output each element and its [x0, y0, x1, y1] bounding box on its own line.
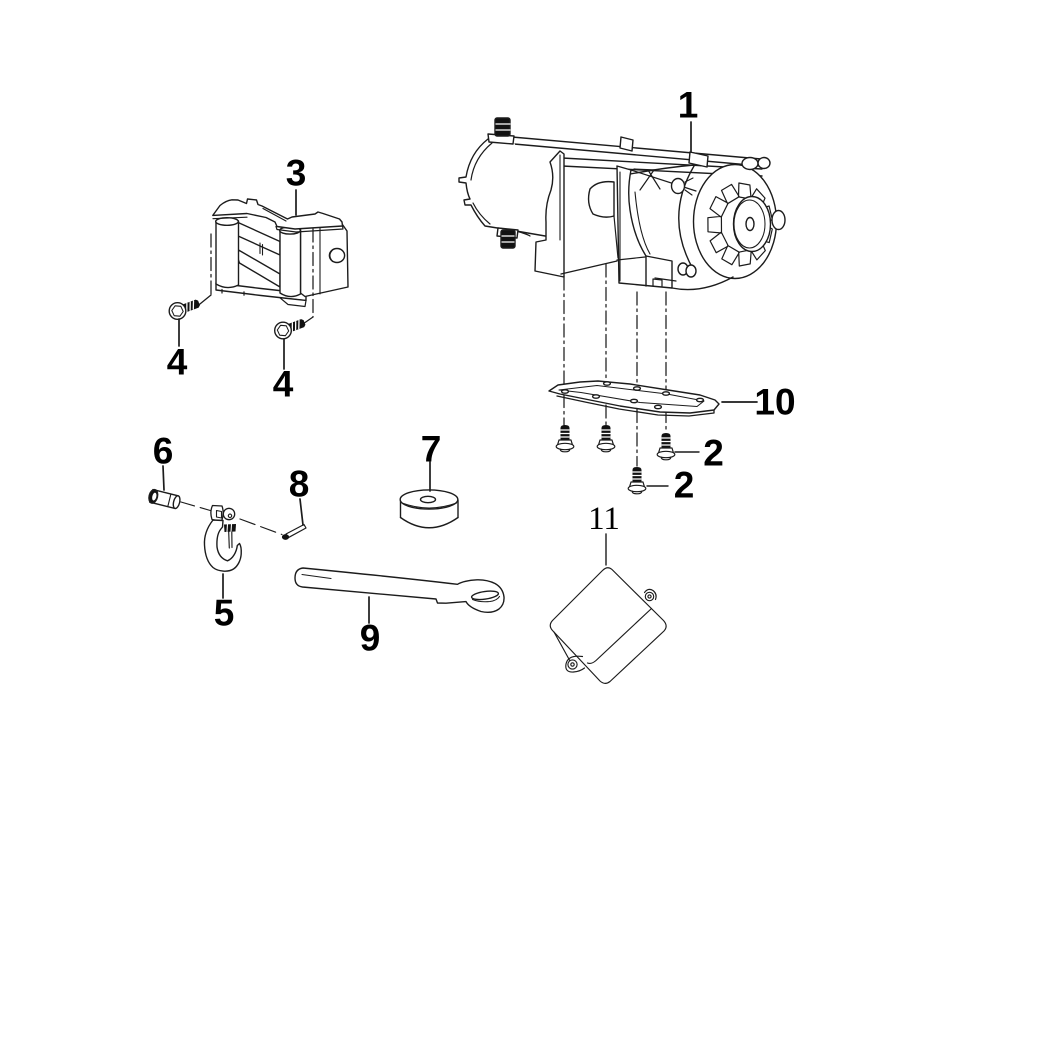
svg-text:2: 2 — [703, 432, 724, 473]
svg-text:6: 6 — [153, 430, 174, 471]
svg-text:2: 2 — [674, 464, 695, 505]
svg-text:4: 4 — [167, 341, 188, 382]
svg-text:5: 5 — [214, 592, 235, 633]
svg-text:8: 8 — [289, 463, 310, 504]
svg-text:3: 3 — [286, 152, 307, 193]
svg-text:9: 9 — [360, 617, 381, 658]
svg-text:4: 4 — [273, 363, 294, 404]
svg-text:7: 7 — [421, 428, 442, 469]
svg-text:1: 1 — [678, 84, 699, 125]
svg-text:11: 11 — [588, 501, 620, 537]
svg-text:10: 10 — [754, 381, 795, 422]
